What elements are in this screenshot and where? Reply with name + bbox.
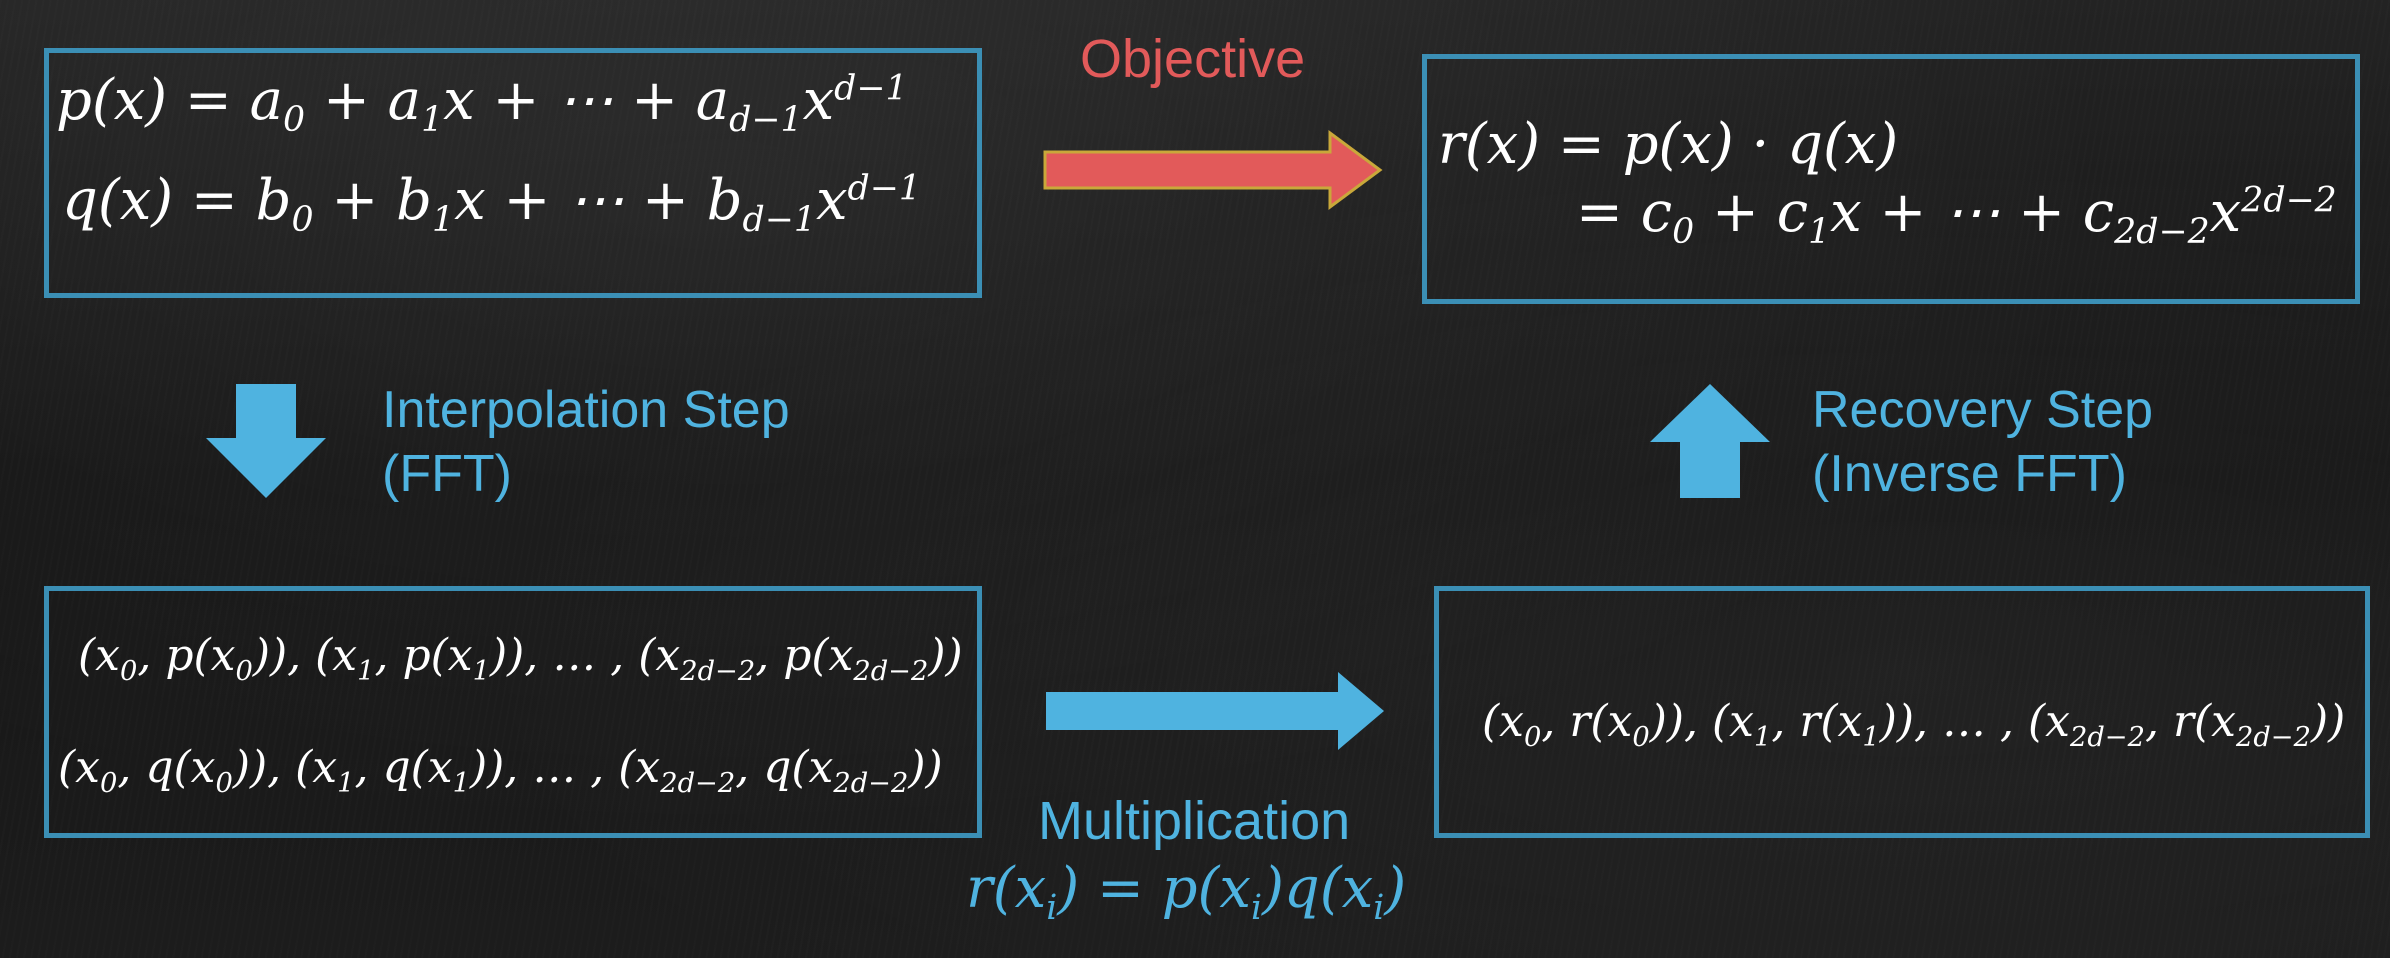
interpolation-step-title: Interpolation Step [382,381,790,439]
q-polynomial: q(x) = b0 + b1x + ⋯ + bd−1xd−1 [62,168,921,241]
up-arrow-icon [1650,384,1770,498]
objective-arrow-icon [1043,130,1383,210]
interpolation-step-subtitle: (FFT) [382,445,512,503]
r-product-equation: r(x) = p(x) · q(x) [1438,112,1899,177]
objective-label: Objective [1080,29,1306,89]
input-polynomials-box [44,48,982,298]
r-coefficient-expansion: = c0 + c1x + ⋯ + c2d−2x2d−2 [1576,180,2337,253]
recovery-step-subtitle: (Inverse FFT) [1812,445,2127,503]
multiplication-formula: r(xi) = p(xi)q(xi) [966,856,1407,929]
p-point-values: (x0, p(x0)), (x1, p(x1)), … , (x2d−2, p(… [78,630,963,687]
output-polynomial-box [1422,54,2360,304]
r-point-values: (x0, r(x0)), (x1, r(x1)), … , (x2d−2, r(… [1482,696,2346,753]
multiplication-label: Multiplication [1038,791,1351,851]
recovery-step-label: Recovery Step (Inverse FFT) [1812,378,2153,506]
p-polynomial: p(x) = a0 + a1x + ⋯ + ad−1xd−1 [56,68,908,141]
multiplication-arrow-icon [1046,672,1384,750]
recovery-step-title: Recovery Step [1812,381,2154,439]
interpolation-step-label: Interpolation Step (FFT) [382,378,790,506]
down-arrow-icon [206,384,326,498]
point-values-box [44,586,982,838]
q-point-values: (x0, q(x0)), (x1, q(x1)), … , (x2d−2, q(… [58,742,943,799]
r-point-values-box [1434,586,2370,838]
